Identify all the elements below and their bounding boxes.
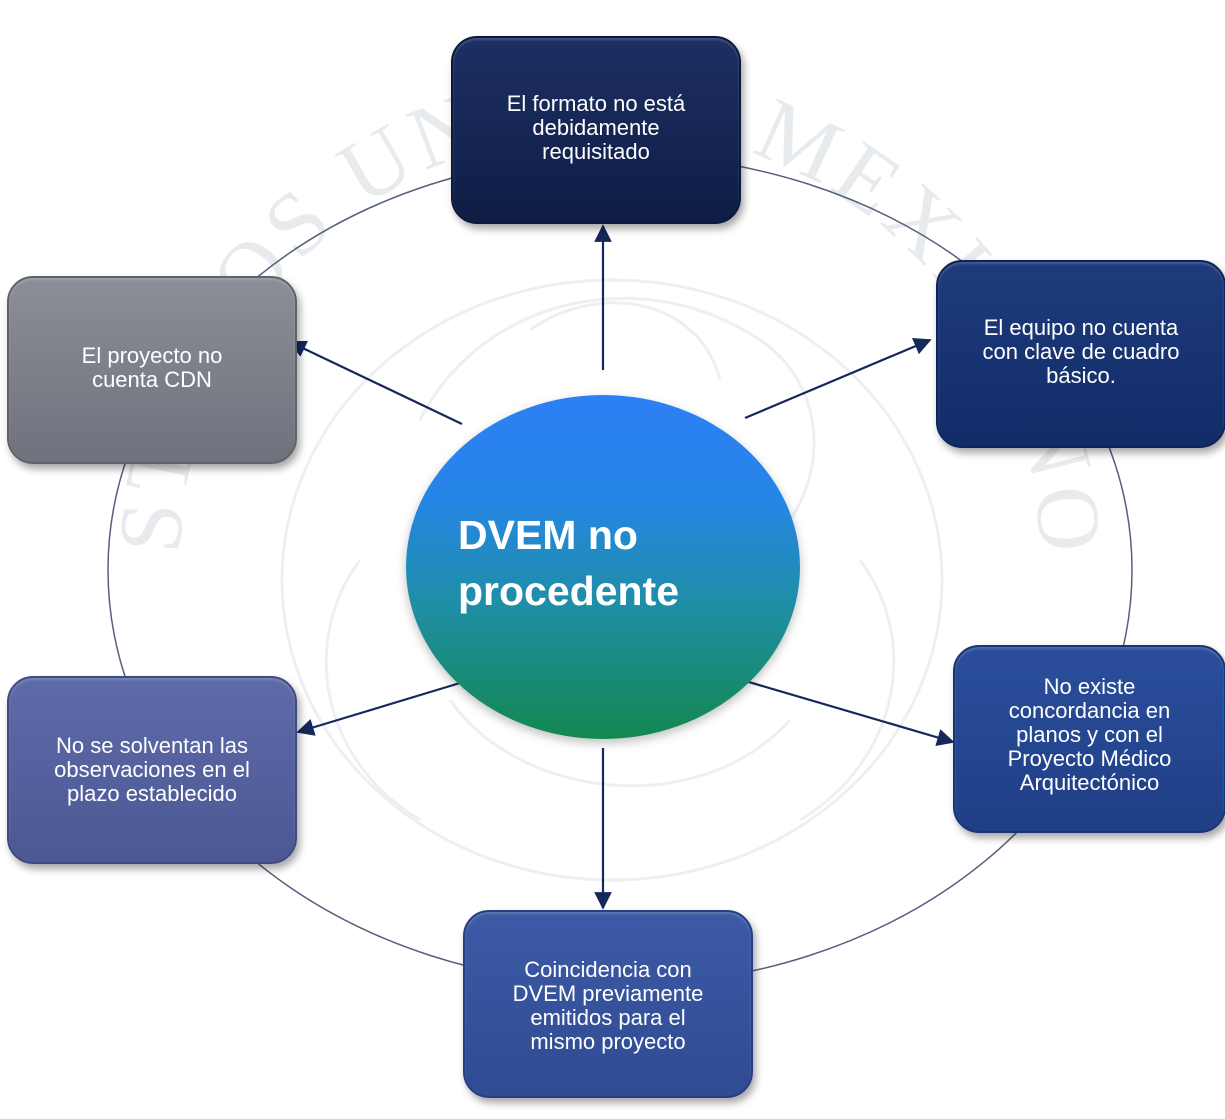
node-bottom: Coincidencia con DVEM previamente emitid…	[463, 910, 753, 1098]
arrow-to-left	[288, 340, 463, 425]
node-lower-right-label: No existe concordancia en planos y con e…	[1007, 674, 1172, 795]
node-lower-left-label: No se solventan las observaciones en el …	[54, 733, 250, 806]
arrow-to-lower-right	[741, 678, 955, 746]
node-lower-left: No se solventan las observaciones en el …	[7, 676, 297, 864]
center-title: DVEM no procedente	[458, 512, 679, 614]
center-circle: DVEM no procedente	[406, 395, 800, 739]
node-bottom-label: Coincidencia con DVEM previamente emitid…	[512, 957, 704, 1054]
node-right: El equipo no cuenta con clave de cuadro …	[936, 260, 1225, 448]
node-right-label: El equipo no cuenta con clave de cuadro …	[982, 315, 1180, 388]
node-top: El formato no está debidamente requisita…	[451, 36, 741, 224]
node-left-label: El proyecto no cuenta CDN	[81, 343, 223, 392]
node-top-label: El formato no está debidamente requisita…	[506, 91, 686, 164]
arrow-to-right	[744, 338, 932, 420]
arrow-to-lower-left	[296, 681, 461, 736]
node-lower-right: No existe concordancia en planos y con e…	[953, 645, 1225, 833]
node-left: El proyecto no cuenta CDN	[7, 276, 297, 464]
